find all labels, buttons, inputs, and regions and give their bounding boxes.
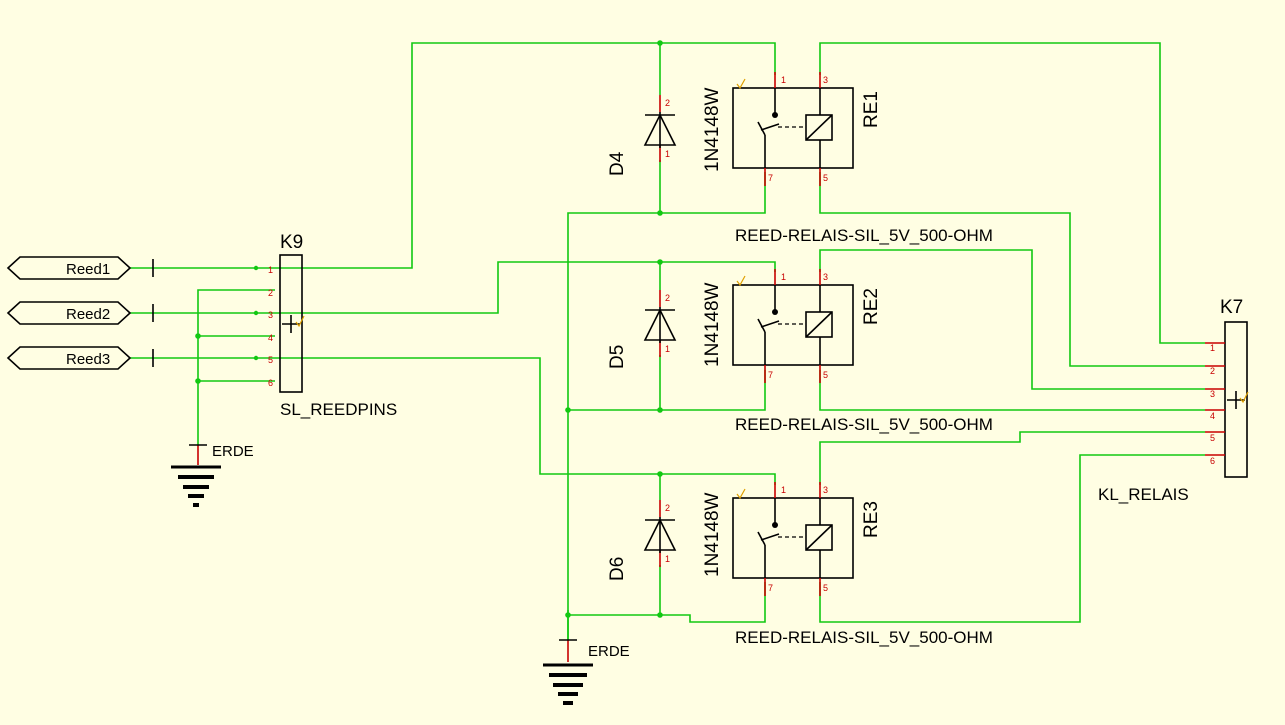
relay-re2: 1 3 7 5 RE2 REED-RELAIS-SIL_5V_500-OHM xyxy=(732,269,993,434)
net-re2-pin5 xyxy=(819,370,1205,411)
k9-ref: K9 xyxy=(280,232,303,253)
port-reed2: Reed2 xyxy=(6,301,154,325)
net-k9-gnd xyxy=(197,289,275,445)
junction-dot xyxy=(657,210,663,216)
net-re2-pin3 xyxy=(819,249,1205,390)
net-re3-pin5 xyxy=(819,454,1205,623)
junction-dot xyxy=(657,407,663,413)
d4-pin-label: 1 xyxy=(665,149,670,159)
junction-dot xyxy=(195,378,201,384)
k9-value: SL_REEDPINS xyxy=(280,400,397,419)
k7-pin-label: 2 xyxy=(1210,366,1215,376)
d5-pin-label: 2 xyxy=(665,293,670,303)
re3-pin-label: 1 xyxy=(781,485,786,495)
re2-pin-label: 5 xyxy=(823,370,828,380)
k7-pin-label: 1 xyxy=(1210,343,1215,353)
junction-dot xyxy=(253,265,259,271)
d6-value: 1N4148W xyxy=(702,492,723,577)
junction-dot xyxy=(657,40,663,46)
junction-dot xyxy=(195,333,201,339)
k9-pin-label: 1 xyxy=(268,265,273,275)
re1-pin-label: 7 xyxy=(768,173,773,183)
ground-symbol-1: ERDE xyxy=(171,443,254,507)
d6-pin-label: 2 xyxy=(665,503,670,513)
relay-re1: 1 3 7 5 RE1 REED-RELAIS-SIL_5V_500-OHM xyxy=(732,72,993,245)
connector-k7: K7 KL_RELAIS 1 2 3 4 5 6 xyxy=(1098,297,1249,504)
wires xyxy=(130,42,1205,640)
junction-dot xyxy=(253,310,259,316)
diode-d5: 2 1 D5 1N4148W xyxy=(607,282,723,369)
net-re1-pin3 xyxy=(819,42,1205,344)
re3-pin-label: 5 xyxy=(823,583,828,593)
k7-value: KL_RELAIS xyxy=(1098,485,1189,504)
re3-pin-label: 7 xyxy=(768,583,773,593)
connector-k9: K9 SL_REEDPINS 1 2 3 4 5 6 xyxy=(268,232,397,419)
net-re1-pin7 xyxy=(567,172,766,640)
port-label: Reed3 xyxy=(66,351,110,368)
net-re1-pin5 xyxy=(819,172,1205,367)
k9-pin-label: 3 xyxy=(268,310,273,320)
junction-dot xyxy=(565,407,571,413)
re1-value: REED-RELAIS-SIL_5V_500-OHM xyxy=(735,226,993,245)
port-label: Reed2 xyxy=(66,306,110,323)
k9-pin-label: 4 xyxy=(268,333,273,343)
relay-re3: 1 3 7 5 RE3 REED-RELAIS-SIL_5V_500-OHM xyxy=(732,482,993,647)
junctions xyxy=(195,40,663,618)
re2-pin-label: 3 xyxy=(823,272,828,282)
d4-value: 1N4148W xyxy=(702,87,723,172)
diode-d6: 2 1 D6 1N4148W xyxy=(607,492,723,581)
re2-pin-label: 1 xyxy=(781,272,786,282)
port-reed3: Reed3 xyxy=(6,346,154,370)
d5-ref: D5 xyxy=(607,345,628,369)
k9-pin-label: 5 xyxy=(268,355,273,365)
k7-pin-label: 4 xyxy=(1210,411,1215,421)
ground-symbol-2: ERDE xyxy=(543,639,630,705)
net-re2-pin7 xyxy=(568,370,766,411)
d5-pin-label: 1 xyxy=(665,344,670,354)
re2-value: REED-RELAIS-SIL_5V_500-OHM xyxy=(735,415,993,434)
k7-pin-label: 6 xyxy=(1210,456,1215,466)
ground-label: ERDE xyxy=(588,643,630,660)
d4-ref: D4 xyxy=(607,151,628,176)
k7-ref: K7 xyxy=(1220,297,1243,318)
junction-dot xyxy=(657,612,663,618)
net-reed2 xyxy=(130,261,776,314)
re3-value: REED-RELAIS-SIL_5V_500-OHM xyxy=(735,628,993,647)
diode-d4: 2 1 D4 1N4148W xyxy=(607,87,723,176)
re1-ref: RE1 xyxy=(861,91,882,128)
d4-pin-label: 2 xyxy=(665,98,670,108)
k9-pin-label: 6 xyxy=(268,378,273,388)
port-reed1: Reed1 xyxy=(6,256,154,280)
k7-pin-label: 5 xyxy=(1210,433,1215,443)
k7-pin-label: 3 xyxy=(1210,389,1215,399)
net-reed3 xyxy=(130,357,776,485)
junction-dot xyxy=(657,471,663,477)
re1-pin-label: 3 xyxy=(823,75,828,85)
d6-pin-label: 1 xyxy=(665,554,670,564)
re1-pin-label: 1 xyxy=(781,75,786,85)
net-re3-pin3 xyxy=(819,431,1205,485)
re1-pin-label: 5 xyxy=(823,173,828,183)
re2-ref: RE2 xyxy=(861,288,882,325)
net-reed1 xyxy=(130,42,776,269)
ground-label: ERDE xyxy=(212,443,254,460)
d6-ref: D6 xyxy=(607,557,628,581)
net-re3-pin7 xyxy=(568,582,766,623)
port-label: Reed1 xyxy=(66,261,110,278)
re3-pin-label: 3 xyxy=(823,485,828,495)
junction-dot xyxy=(253,355,259,361)
junction-dot xyxy=(657,259,663,265)
re2-pin-label: 7 xyxy=(768,370,773,380)
d5-value: 1N4148W xyxy=(702,282,723,367)
k9-pin-label: 2 xyxy=(268,288,273,298)
re3-ref: RE3 xyxy=(861,501,882,538)
junction-dot xyxy=(565,612,571,618)
